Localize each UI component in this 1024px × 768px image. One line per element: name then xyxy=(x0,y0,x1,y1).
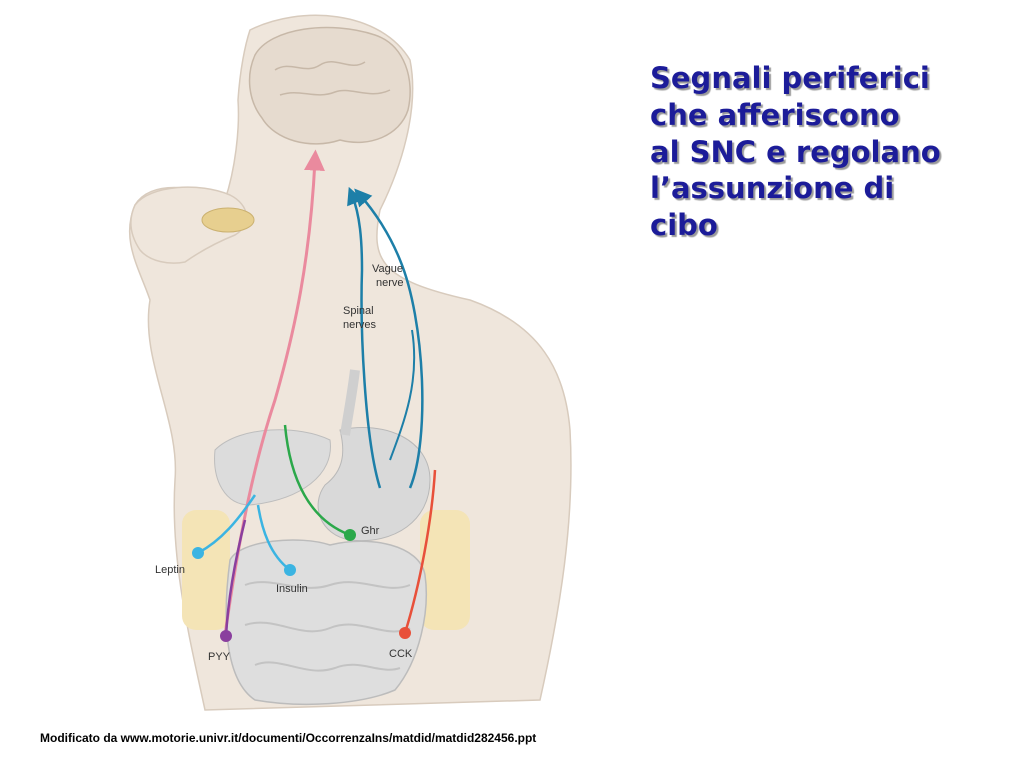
insulin-pathway xyxy=(256,504,291,571)
vague-nerve-label-line2: nerve xyxy=(376,277,404,289)
spinal-nerves-label-line2: nerves xyxy=(343,319,377,331)
pyy-label: PYY xyxy=(208,651,231,663)
fat-tissue-right xyxy=(420,510,470,630)
title-line-2: che afferiscono xyxy=(650,97,900,132)
title-line-3: al SNC e regolano xyxy=(650,134,941,169)
vagus-branch-pathway xyxy=(389,329,416,461)
pyy-pathway xyxy=(224,519,247,637)
spinal-nerve-pathway xyxy=(347,186,382,489)
title-line-5: cibo xyxy=(650,208,718,243)
leptin-label: Leptin xyxy=(155,564,185,576)
cck-pathway xyxy=(403,469,437,634)
esophagus xyxy=(340,369,360,436)
anatomy-diagram: Vague nerve Spinal nerves Ghr Leptin Ins… xyxy=(128,14,572,711)
ghr-dot xyxy=(344,529,356,541)
leptin-pathway xyxy=(197,494,257,555)
insulin-label: Insulin xyxy=(276,583,308,595)
ghr-pathway xyxy=(283,424,351,537)
insulin-dot xyxy=(284,564,296,576)
brain-icon xyxy=(248,26,411,145)
source-footnote: Modificato da www.motorie.univr.it/docum… xyxy=(40,731,537,745)
pyy-dot xyxy=(220,630,232,642)
cck-label: CCK xyxy=(389,648,413,660)
leptin-dot xyxy=(192,547,204,559)
ghr-label: Ghr xyxy=(361,525,380,537)
slide-title: Segnali periferici che afferiscono al SN… xyxy=(650,60,1010,244)
title-line-4: l’assunzione di xyxy=(650,171,895,206)
vague-nerve-label-line1: Vague xyxy=(372,263,403,275)
vagus-nerve-pathway xyxy=(354,188,424,489)
spinal-nerves-label-line1: Spinal xyxy=(343,305,374,317)
title-line-1: Segnali periferici xyxy=(650,61,930,95)
stomach xyxy=(317,426,431,542)
food-icon xyxy=(201,207,255,233)
cck-dot xyxy=(399,627,411,639)
hand xyxy=(130,186,248,264)
fat-tissue-left xyxy=(182,510,230,630)
